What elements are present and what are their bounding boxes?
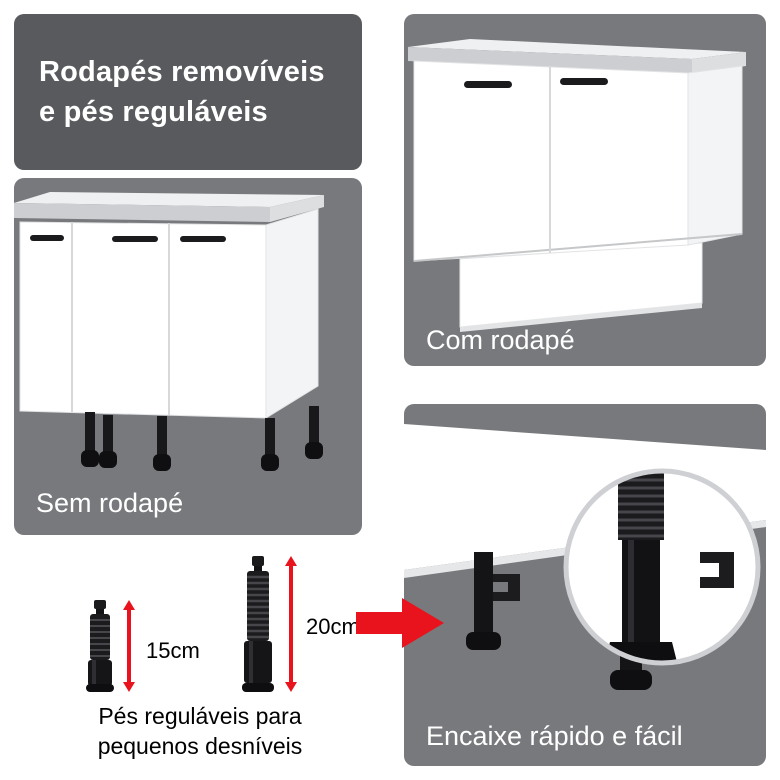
panel-sem-rodape: Sem rodapé — [14, 178, 362, 535]
door-handle — [180, 236, 226, 242]
label-sem-rodape: Sem rodapé — [36, 488, 184, 518]
door-handle — [560, 78, 608, 85]
feet-caption-line-1: Pés reguláveis para — [98, 703, 302, 729]
dimension-line-15cm — [123, 600, 135, 692]
countertop — [408, 39, 746, 74]
panel-encaixe: Encaixe rápido e fácil — [404, 404, 766, 766]
adjustable-legs — [81, 406, 323, 471]
cabinet-foot-front — [466, 552, 520, 650]
door-handle — [464, 81, 512, 88]
quick-fit-clip — [493, 574, 520, 601]
label-com-rodape: Com rodapé — [426, 325, 575, 355]
large-foot-illustration — [242, 556, 274, 692]
title-line-2: e pés reguláveis — [39, 96, 268, 128]
measurement-label-20cm: 20cm — [306, 614, 360, 639]
title-line-1: Rodapés removíveis — [39, 56, 325, 88]
cabinet-with-baseboard-illustration — [408, 39, 746, 332]
door-handle — [30, 235, 64, 241]
title-box: Rodapés removíveis e pés reguláveis — [14, 14, 362, 170]
cabinet-body — [19, 208, 319, 419]
foot-attachment-closeup-illustration — [404, 424, 766, 690]
label-encaixe: Encaixe rápido e fácil — [426, 721, 683, 751]
quick-fit-clip-zoomed — [700, 552, 734, 588]
cabinet-no-baseboard-illustration — [14, 192, 324, 471]
panel-com-rodape: Com rodapé — [404, 14, 766, 366]
feet-caption-line-2: pequenos desníveis — [97, 733, 303, 759]
red-arrow-icon — [356, 598, 444, 648]
feet-caption: Pés reguláveis para pequenos desníveis — [28, 701, 372, 761]
small-foot-illustration — [86, 600, 114, 692]
cabinet-body — [413, 60, 743, 262]
zoom-circle — [563, 468, 761, 666]
door-handle — [112, 236, 158, 242]
countertop — [14, 192, 324, 222]
measurement-label-15cm: 15cm — [146, 638, 200, 663]
dimension-line-20cm — [285, 556, 297, 692]
